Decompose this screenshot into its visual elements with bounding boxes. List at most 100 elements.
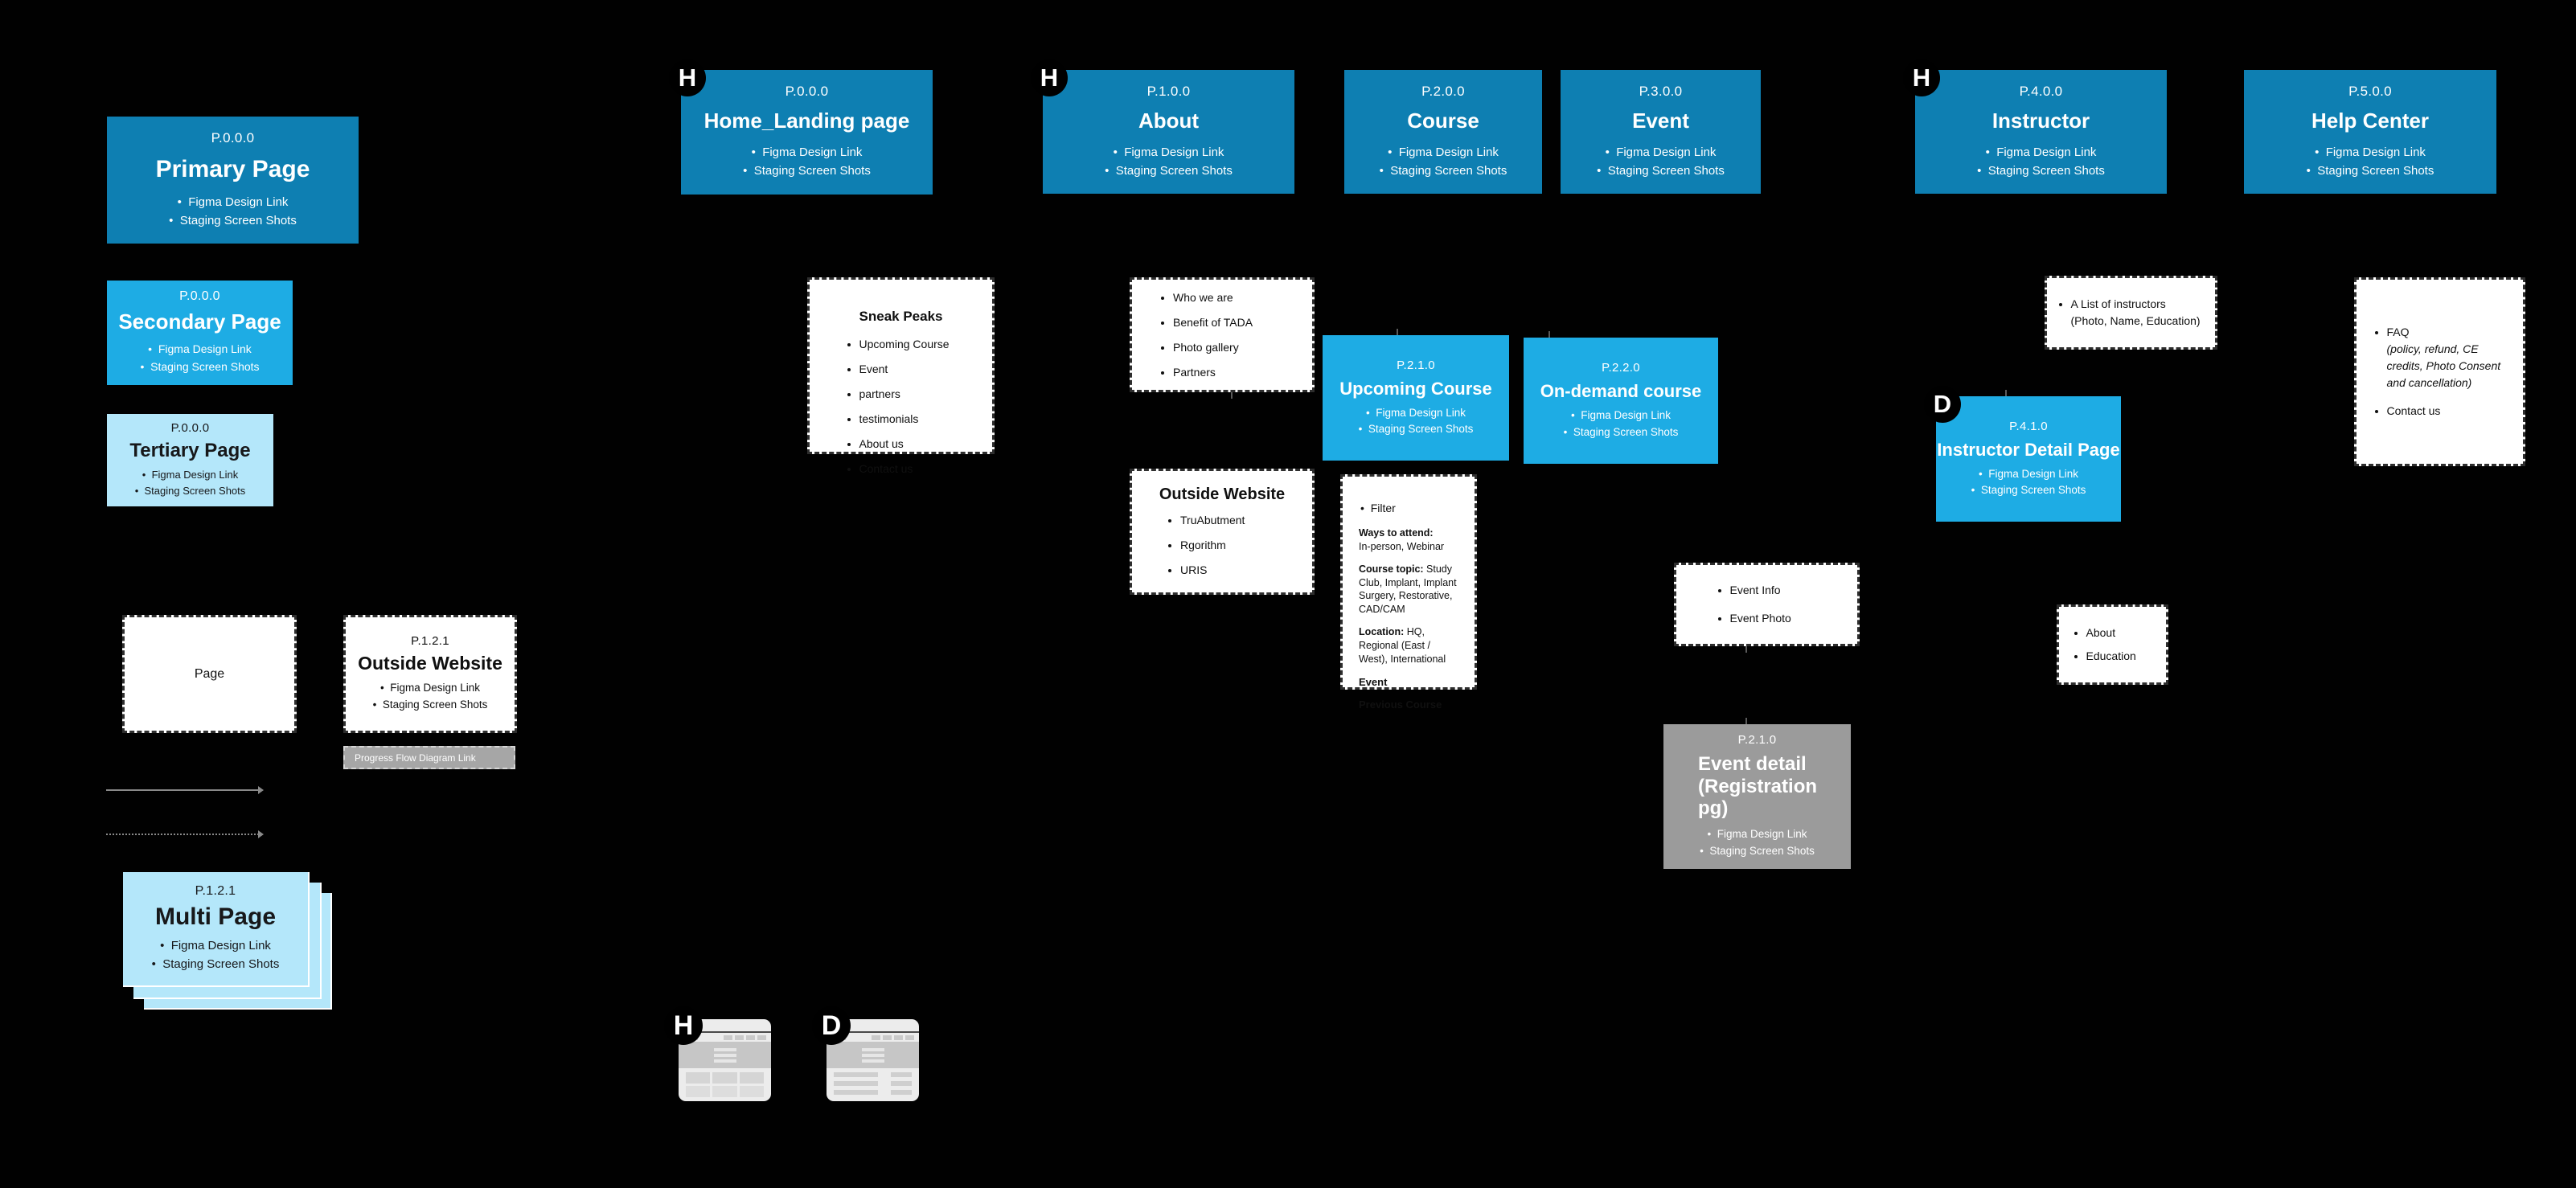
page-title: About — [1138, 108, 1200, 133]
filter-label: Ways to attend: — [1359, 526, 1434, 539]
filter-previous: Previous Course — [1359, 698, 1442, 711]
bullet: Figma Design Link — [1971, 466, 2086, 482]
list-item: Rgorithm — [1180, 537, 1278, 554]
note-instructor-list[interactable]: A List of instructors (Photo, Name, Educ… — [2045, 276, 2217, 350]
note-about-sections[interactable]: Who we are Benefit of TADA Photo gallery… — [1130, 277, 1315, 392]
arrow-shaft — [106, 789, 262, 791]
note-list: Upcoming Course Event partners testimoni… — [845, 336, 958, 485]
list-item: Education — [2086, 648, 2154, 665]
page-code: P.4.0.0 — [2019, 83, 2063, 99]
list-item: FAQ (policy, refund, CE credits, Photo C… — [2387, 324, 2508, 391]
card-page[interactable]: Page — [122, 615, 297, 733]
bullet: Figma Design Link — [1597, 143, 1725, 162]
card-upcoming-course[interactable]: P.2.1.0 Upcoming Course Figma Design Lin… — [1323, 335, 1509, 461]
connector-nub — [1397, 329, 1398, 335]
bullet: Staging Screen Shots — [1359, 421, 1474, 437]
note-list: FAQ (policy, refund, CE credits, Photo C… — [2373, 324, 2508, 420]
card-instructor[interactable]: H P.4.0.0 Instructor Figma Design Link S… — [1903, 59, 2167, 194]
card-primary-page[interactable]: P.0.0.0 Primary Page Figma Design Link S… — [107, 117, 359, 244]
page-bullets: Figma Design Link Staging Screen Shots — [743, 143, 871, 181]
browser-grid-blocks — [679, 1068, 771, 1101]
bullet: Figma Design Link — [135, 467, 246, 483]
bullet: Staging Screen Shots — [1977, 162, 2105, 180]
note-list: A List of instructors (Photo, Name, Educ… — [2057, 296, 2206, 330]
card-event[interactable]: P.3.0.0 Event Figma Design Link Staging … — [1561, 70, 1761, 194]
bullet: Figma Design Link — [152, 936, 280, 955]
page-code: P.5.0.0 — [2348, 83, 2392, 99]
filter-content: Filter Ways to attend: In-person, Webina… — [1359, 501, 1458, 721]
card-event-detail[interactable]: P.2.1.0 Event detail (Registration pg) F… — [1663, 724, 1851, 869]
list-item: Event Photo — [1730, 610, 1819, 627]
connector-nub — [1548, 331, 1550, 338]
page-title: Primary Page — [155, 155, 310, 182]
page-title: Secondary Page — [118, 309, 281, 334]
card-about[interactable]: H P.1.0.0 About Figma Design Link Stagin… — [1031, 59, 1294, 194]
note-faq[interactable]: FAQ (policy, refund, CE credits, Photo C… — [2354, 277, 2525, 466]
progress-flow-link-label: Progress Flow Diagram Link — [355, 752, 476, 764]
page-code: P.2.2.0 — [1602, 361, 1640, 375]
page-title: Multi Page — [154, 903, 276, 930]
legend-h-badge-icon: H — [664, 1006, 703, 1045]
bullet: Staging Screen Shots — [1564, 424, 1679, 440]
page-code: P.4.1.0 — [2009, 419, 2048, 433]
page-bullets: Figma Design Link Staging Screen Shots — [373, 680, 488, 714]
connector-nub — [2005, 390, 2007, 396]
page-code: P.0.0.0 — [179, 289, 220, 304]
card-course[interactable]: P.2.0.0 Course Figma Design Link Staging… — [1344, 70, 1542, 194]
filter-location: Location: HQ, Regional (East / West), In… — [1359, 625, 1458, 666]
connector-nub — [1745, 718, 1747, 724]
card-secondary-page[interactable]: P.0.0.0 Secondary Page Figma Design Link… — [107, 281, 293, 385]
list-item: partners — [859, 386, 958, 403]
list-item: TruAbutment — [1180, 512, 1278, 529]
page-title: Tertiary Page — [129, 440, 251, 462]
connector-nub — [1745, 646, 1747, 653]
about-badge-icon: H — [1031, 59, 1068, 96]
note-course-filter[interactable]: Filter Ways to attend: In-person, Webina… — [1340, 474, 1477, 711]
browser-hero-block — [679, 1042, 771, 1068]
page-title: Instructor Detail Page — [1937, 439, 2120, 460]
card-home-landing[interactable]: H P.0.0.0 Home_Landing page Figma Design… — [669, 59, 933, 195]
filter-text: HQ, Regional (East / West), Internationa… — [1359, 626, 1446, 665]
list-item: Benefit of TADA — [1173, 314, 1286, 331]
page-bullets: Figma Design Link Staging Screen Shots — [1663, 826, 1851, 860]
page-bullets: Figma Design Link Staging Screen Shots — [152, 936, 280, 974]
page-code: P.0.0.0 — [211, 129, 255, 145]
home-layout-icon[interactable] — [679, 1019, 771, 1101]
card-multi-page[interactable]: P.1.2.1 Multi Page Figma Design Link Sta… — [123, 872, 310, 987]
list-item-line: (Photo, Name, Education) — [2070, 314, 2201, 327]
card-outside-website[interactable]: P.1.2.1 Outside Website Figma Design Lin… — [343, 615, 517, 733]
detail-layout-icon[interactable] — [827, 1019, 919, 1101]
list-item: Event — [859, 361, 958, 378]
note-title: Sneak Peaks — [859, 309, 943, 324]
page-code: P.1.2.1 — [195, 884, 236, 898]
note-event-sections[interactable]: Event Info Event Photo — [1674, 563, 1860, 646]
progress-flow-link[interactable]: Progress Flow Diagram Link — [343, 746, 515, 769]
bullet: Figma Design Link — [2307, 143, 2434, 162]
detail-badge-icon: D — [1924, 386, 1961, 423]
list-item: Contact us — [859, 461, 958, 477]
bullet: Staging Screen Shots — [373, 697, 488, 714]
page-bullets: Figma Design Link Staging Screen Shots — [1359, 405, 1474, 438]
page-title: Home_Landing page — [703, 109, 910, 133]
page-bullets: Figma Design Link Staging Screen Shots — [169, 193, 297, 231]
note-instructor-sections[interactable]: About Education — [2057, 604, 2168, 685]
list-item: Filter — [1360, 501, 1458, 516]
page-code: P.2.1.0 — [1397, 358, 1435, 372]
bullet: Staging Screen Shots — [140, 358, 259, 376]
faq-title: FAQ — [2386, 326, 2410, 338]
note-outside-website-links[interactable]: Outside Website TruAbutment Rgorithm URI… — [1130, 469, 1315, 595]
page-title: Page — [194, 666, 225, 681]
card-tertiary-page[interactable]: P.0.0.0 Tertiary Page Figma Design Link … — [107, 414, 273, 506]
title-line: (Registration pg) — [1698, 775, 1818, 820]
card-ondemand-course[interactable]: P.2.2.0 On-demand course Figma Design Li… — [1524, 338, 1718, 464]
list-item: URIS — [1180, 562, 1278, 579]
card-help-center[interactable]: P.5.0.0 Help Center Figma Design Link St… — [2244, 70, 2496, 194]
arrow-head — [258, 786, 264, 794]
note-sneak-peaks[interactable]: Sneak Peaks Upcoming Course Event partne… — [807, 277, 995, 475]
filter-label: Location: — [1359, 626, 1405, 638]
note-list: About Education — [2072, 625, 2154, 665]
card-instructor-detail[interactable]: D P.4.1.0 Instructor Detail Page Figma D… — [1924, 386, 2121, 522]
list-item: About — [2086, 625, 2154, 641]
page-code: P.1.2.1 — [411, 633, 449, 648]
